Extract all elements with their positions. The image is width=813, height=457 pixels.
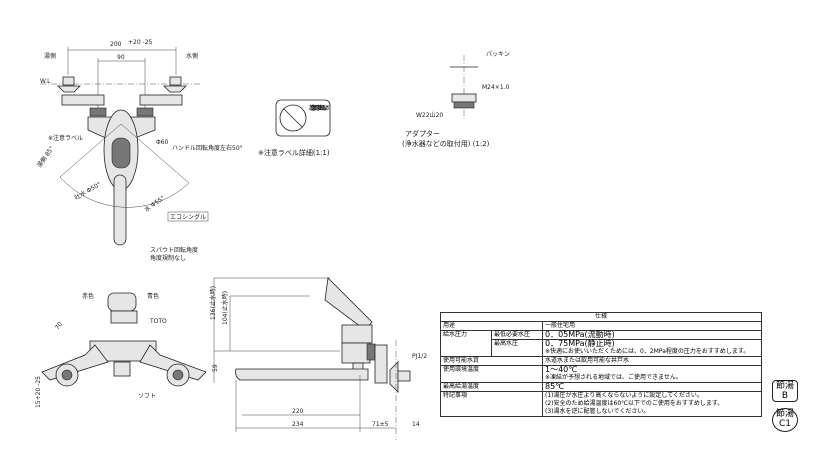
spout-rotation-label-2: 角度規制なし [150, 254, 186, 262]
dim-104: 104(止水時) [221, 291, 229, 325]
dim-220: 220 [292, 408, 304, 415]
m24-label: M24×1.0 [482, 84, 510, 91]
cold-side-label: 水側 [186, 52, 198, 60]
toto-label: TOTO [149, 318, 167, 325]
min-pressure-label: 最低必要水圧 [491, 330, 543, 340]
note-2: (2)安全のため給湯温度は60℃以下でのご使用をおすすめします。 [542, 400, 762, 408]
packing-label: パッキン [486, 51, 510, 58]
spout-rotation-label-1: スパウト回転角度 [150, 246, 198, 254]
adapter-detail: パッキン M24×1.0 W22山20 アダプター (浄水器などの取付用) (1… [402, 51, 510, 148]
water-value: 水道水または飲用可能な井戸水 [542, 356, 762, 366]
pressure-label: 給水圧力 [440, 330, 492, 357]
max-pressure-value: 0．75MPa(静止時) [542, 339, 762, 348]
top-view: 200 +20 -25 90 湯側 水側 W.L ※注意ラベル Φ60 ハンドル… [35, 39, 243, 262]
w22-label: W22山20 [416, 111, 443, 119]
badge-c1-bottom: C1 [778, 419, 791, 429]
adapter-subtitle: (浄水器などの取付用) (1:2) [402, 139, 490, 148]
red-label: 赤色 [82, 292, 94, 300]
badge-c1-top: 節湯 [775, 409, 794, 419]
hot-label: 最高給湯温度 [440, 382, 543, 392]
soft-label: ソフト [138, 393, 156, 400]
dim-59: 59 [212, 364, 219, 372]
spout-cold-angle: 水 Φ55° [143, 194, 167, 214]
min-pressure-value: 0．05MPa(流動時) [542, 330, 762, 340]
label-warning-text: ご注意 やけどの恐れあり さわらないで! [308, 104, 330, 112]
pj-label: PJ1/2 [412, 353, 427, 360]
note-1: (1)湯圧が水圧より高くならないように設定してください。 [542, 391, 762, 400]
badge-b-bottom: B [781, 391, 789, 401]
blue-label: 青色 [147, 292, 159, 300]
env-label: 使用環境温度 [440, 365, 543, 383]
dim-70: 70 [54, 321, 64, 331]
adapter-title: アダプター [405, 129, 440, 138]
spec-title: 仕様 [440, 312, 762, 322]
front-view: 赤色 青色 TOTO ソフト 70 15+20 -25 [35, 292, 207, 408]
dim-14: 14 [412, 421, 420, 428]
label-detail-title: ※注意ラベル詳細(1:1) [258, 148, 330, 157]
hot-value: 85℃ [542, 382, 762, 392]
env-note: ※凍結が予想される地域では、ご使用できません。 [542, 374, 762, 383]
spout-hot-angle: 吐水 Φ50° [73, 180, 102, 202]
badge-setsuyu-b: 節湯 B [772, 380, 798, 402]
side-view: 136(止水時) 104(止水時) 59 PJ1/2 220 234 71±5 … [209, 277, 427, 440]
caution-label-callout: ※注意ラベル [48, 134, 83, 142]
dim-200: 200 [110, 41, 122, 48]
phi60-label: Φ60 [156, 139, 169, 146]
dim-200-tol: +20 -25 [128, 39, 153, 46]
notes-label: 特記事項 [440, 391, 543, 417]
hot-angle-label: 湯側 85° [35, 144, 56, 169]
dim-71: 71±5 [372, 421, 389, 428]
hot-side-label: 湯側 [44, 52, 56, 60]
dim-15: 15+20 -25 [35, 376, 42, 408]
eco-single-label: エコシングル [170, 213, 206, 221]
pressure-note: ※快適にお使いいただくためには、0．2MPa程度の圧力をおすすめします。 [542, 348, 762, 357]
caution-label-detail: ご注意 やけどの恐れあり さわらないで! ※注意ラベル詳細(1:1) [258, 99, 331, 157]
badge-setsuyu-c1: 節湯 C1 [772, 408, 798, 432]
wl-label: W.L [40, 78, 51, 85]
water-label: 使用可能水質 [440, 356, 543, 366]
note-3: (3)湯水を逆に配管しないでください。 [542, 408, 762, 417]
dim-136: 136(止水時) [209, 286, 217, 320]
badge-b-top: 節湯 [775, 381, 794, 391]
max-pressure-label: 最高水圧 [491, 339, 543, 357]
env-value: 1～40℃ [542, 365, 762, 374]
use-label: 用途 [440, 321, 543, 331]
handle-rotation-label: ハンドル回転角度左右50° [172, 144, 243, 152]
dim-234: 234 [292, 421, 304, 428]
dim-90: 90 [117, 54, 125, 61]
